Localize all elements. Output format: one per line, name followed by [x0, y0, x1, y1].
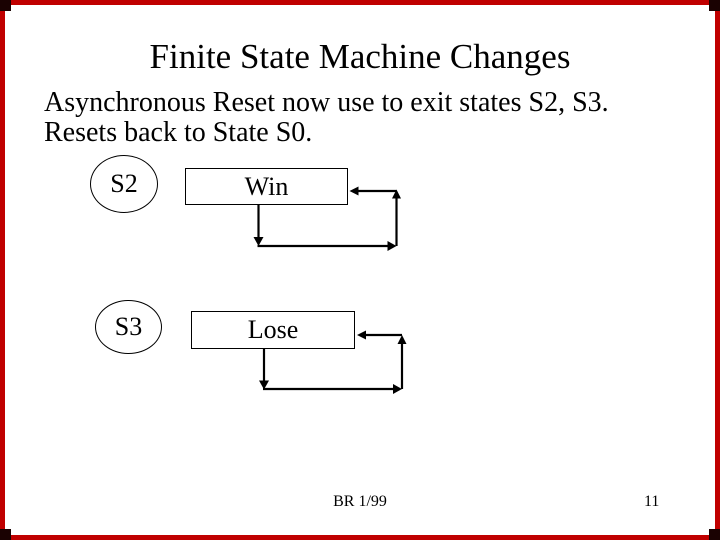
- state-label-s3: S3: [114, 312, 143, 341]
- state-ellipse-s2: S2: [90, 155, 158, 213]
- corner-handle-top-right: [709, 0, 720, 11]
- state-label-s2: S2: [110, 169, 138, 198]
- state-box-win: Win: [185, 168, 348, 205]
- s2-arrow-right: [257, 241, 397, 251]
- state-ellipse-s3: S3: [95, 300, 162, 354]
- corner-handle-top-left: [0, 0, 11, 11]
- corner-handle-bottom-right: [709, 529, 720, 540]
- state-box-label-win: Win: [244, 171, 289, 201]
- s3-arrow-right: [263, 384, 402, 394]
- footer-credit: BR 1/99: [333, 493, 387, 510]
- footer-page-number: 11: [644, 493, 660, 510]
- slide-title: Finite State Machine Changes: [149, 37, 571, 76]
- s2-arrow-up: [392, 189, 401, 246]
- s2-arrow-left-into-box: [349, 186, 397, 196]
- s2-arrow-down: [253, 205, 264, 246]
- s3-arrow-up: [397, 335, 407, 389]
- s3-arrow-down: [259, 349, 269, 390]
- corner-handle-bottom-left: [0, 529, 11, 540]
- s3-arrow-left-into-box: [357, 330, 402, 340]
- state-box-lose: Lose: [191, 311, 355, 349]
- state-box-label-lose: Lose: [247, 315, 299, 344]
- body-paragraph: Asynchronous Reset now use to exit state…: [44, 87, 609, 148]
